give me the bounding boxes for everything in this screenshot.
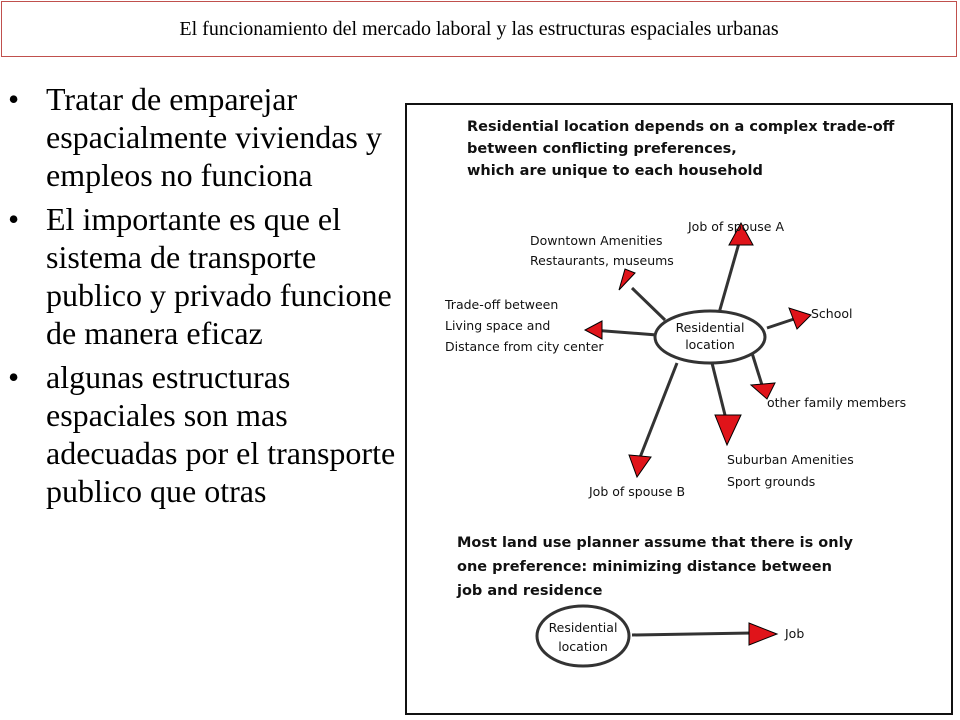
diagram-svg: Residential location depends on a comple… (444, 119, 906, 668)
arrowhead-suburban (714, 414, 742, 447)
bottom-heading-line: one preference: minimizing distance betw… (457, 559, 832, 575)
label-bottom-job: Job (784, 626, 804, 641)
bottom-center-label-line: location (558, 639, 608, 654)
bullet-text: Tratar de emparejar espacialmente vivien… (46, 81, 382, 193)
bullet-item: • El importante es que el sistema de tran… (0, 200, 400, 352)
arrowhead-family (749, 382, 776, 400)
arrowhead-job-a (728, 221, 754, 246)
label-job-b: Job of spouse B (588, 484, 685, 499)
arrowhead-bottom (748, 622, 779, 646)
bullet-list: • Tratar de emparejar espacialmente vivie… (0, 80, 400, 516)
label-tradeoff-line: Living space and (445, 318, 550, 333)
bullet-icon: • (8, 201, 20, 237)
figure-heading-line: Residential location depends on a comple… (467, 119, 895, 135)
spoke-line-family (750, 352, 764, 386)
bullet-text: algunas estructuras espaciales son mas a… (46, 359, 396, 509)
residential-location-node (653, 309, 767, 365)
bullet-text: El importante es que el sistema de trans… (46, 201, 392, 351)
label-downtown-line: Restaurants, museums (530, 253, 674, 268)
bottom-center-label-line: Residential (549, 620, 618, 635)
bottom-heading-line: job and residence (456, 583, 603, 599)
slide-title: El funcionamiento del mercado laboral y … (1, 1, 957, 57)
figure-heading-line: which are unique to each household (467, 163, 763, 179)
label-downtown-line: Downtown Amenities (530, 233, 662, 248)
bottom-arrow-line (631, 631, 753, 637)
label-family: other family members (767, 395, 906, 410)
arrowhead-downtown (618, 268, 636, 291)
label-suburban-line: Suburban Amenities (727, 452, 854, 467)
arrowhead-school (788, 307, 812, 330)
spoke-line-job-a (717, 242, 741, 314)
bullet-item: • Tratar de emparejar espacialmente vivie… (0, 80, 400, 194)
label-suburban-line: Sport grounds (727, 474, 815, 489)
spoke-line-suburban (710, 362, 729, 424)
center-label-line: Residential (676, 320, 745, 335)
spoke-line-job-b (637, 362, 679, 461)
arrowhead-tradeoff (583, 320, 603, 340)
spoke-line-downtown (630, 286, 667, 322)
figure-heading-line: between conflicting preferences, (467, 141, 737, 157)
spoke-line-tradeoff (591, 328, 658, 337)
bullet-icon: • (8, 359, 20, 395)
label-job-a: Job of spouse A (687, 219, 784, 234)
center-label-line: location (685, 337, 735, 352)
diagram-figure: Residential location depends on a comple… (405, 103, 953, 715)
arrowhead-job-b (628, 454, 652, 479)
spoke-line-school (766, 316, 798, 330)
bottom-heading-line: Most land use planner assume that there … (457, 535, 854, 551)
bullet-icon: • (8, 81, 20, 117)
bottom-residential-node (535, 604, 631, 668)
label-tradeoff-line: Trade-off between (444, 297, 558, 312)
label-school: School (811, 306, 853, 321)
bullet-item: • algunas estructuras espaciales son mas… (0, 358, 400, 510)
label-tradeoff-line: Distance from city center (445, 339, 604, 354)
